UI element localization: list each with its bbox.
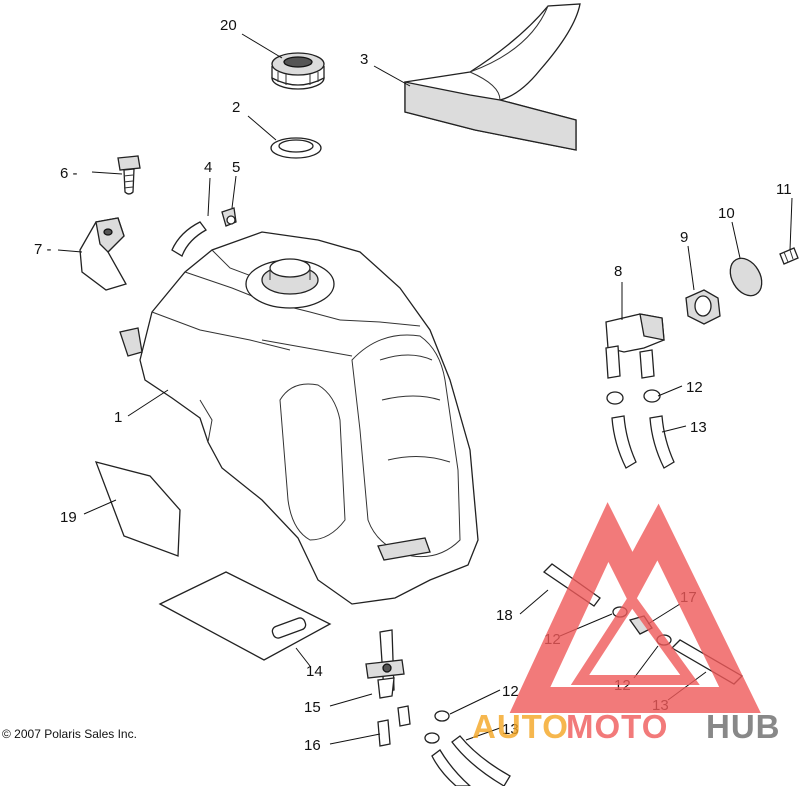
part-1-fuel-tank (119, 231, 479, 605)
callout-6: 6 - (60, 165, 78, 182)
callout-13-bottom: 13 (502, 721, 519, 738)
callout-11: 11 (776, 181, 792, 198)
part-4-hose (171, 221, 207, 257)
part-19-pad (94, 461, 181, 557)
callout-12-bottom: 12 (502, 683, 519, 700)
watermark-word-moto: MOTO (566, 708, 668, 745)
watermark-triangle-inner (570, 591, 700, 685)
callout-14: 14 (306, 663, 323, 680)
part-20-fuel-cap (271, 52, 325, 90)
part-14-mat (158, 571, 332, 661)
part-8-valve (605, 313, 665, 379)
callout-8: 8 (614, 263, 622, 280)
watermark-triangle-outer (509, 502, 761, 713)
callout-1: 1 (114, 409, 122, 426)
part-15-fuel-valve (365, 629, 405, 699)
callout-20: 20 (220, 17, 237, 34)
callout-3: 3 (360, 51, 368, 68)
part-10-cap (729, 257, 763, 297)
watermark-word-hub: HUB (706, 708, 781, 745)
part-9-nut (685, 289, 721, 325)
part-3-seat-strap (404, 3, 581, 151)
callout-16: 16 (304, 737, 321, 754)
part-16-fittings (377, 705, 411, 747)
callout-12-right: 12 (686, 379, 703, 396)
callout-15: 15 (304, 699, 321, 716)
watermark-word-auto: AUTO (472, 708, 569, 745)
copyright-notice: © 2007 Polaris Sales Inc. (2, 727, 137, 741)
callout-10: 10 (718, 205, 735, 222)
part-6-bolt (117, 155, 141, 195)
callout-19: 19 (60, 509, 77, 526)
callout-5: 5 (232, 159, 240, 176)
callout-4: 4 (204, 159, 212, 176)
callout-9: 9 (680, 229, 688, 246)
right-clamps-and-hoses (606, 389, 675, 469)
part-5-fitting (221, 207, 237, 227)
callout-13-right: 13 (690, 419, 707, 436)
part-2-gasket (270, 137, 322, 159)
callout-2: 2 (232, 99, 240, 116)
part-7-bracket (79, 217, 127, 291)
callout-18: 18 (496, 607, 513, 624)
automotohub-watermark: AUTO MOTO HUB (472, 502, 781, 745)
callout-7: 7 - (34, 241, 52, 258)
part-11-screw (779, 247, 799, 265)
